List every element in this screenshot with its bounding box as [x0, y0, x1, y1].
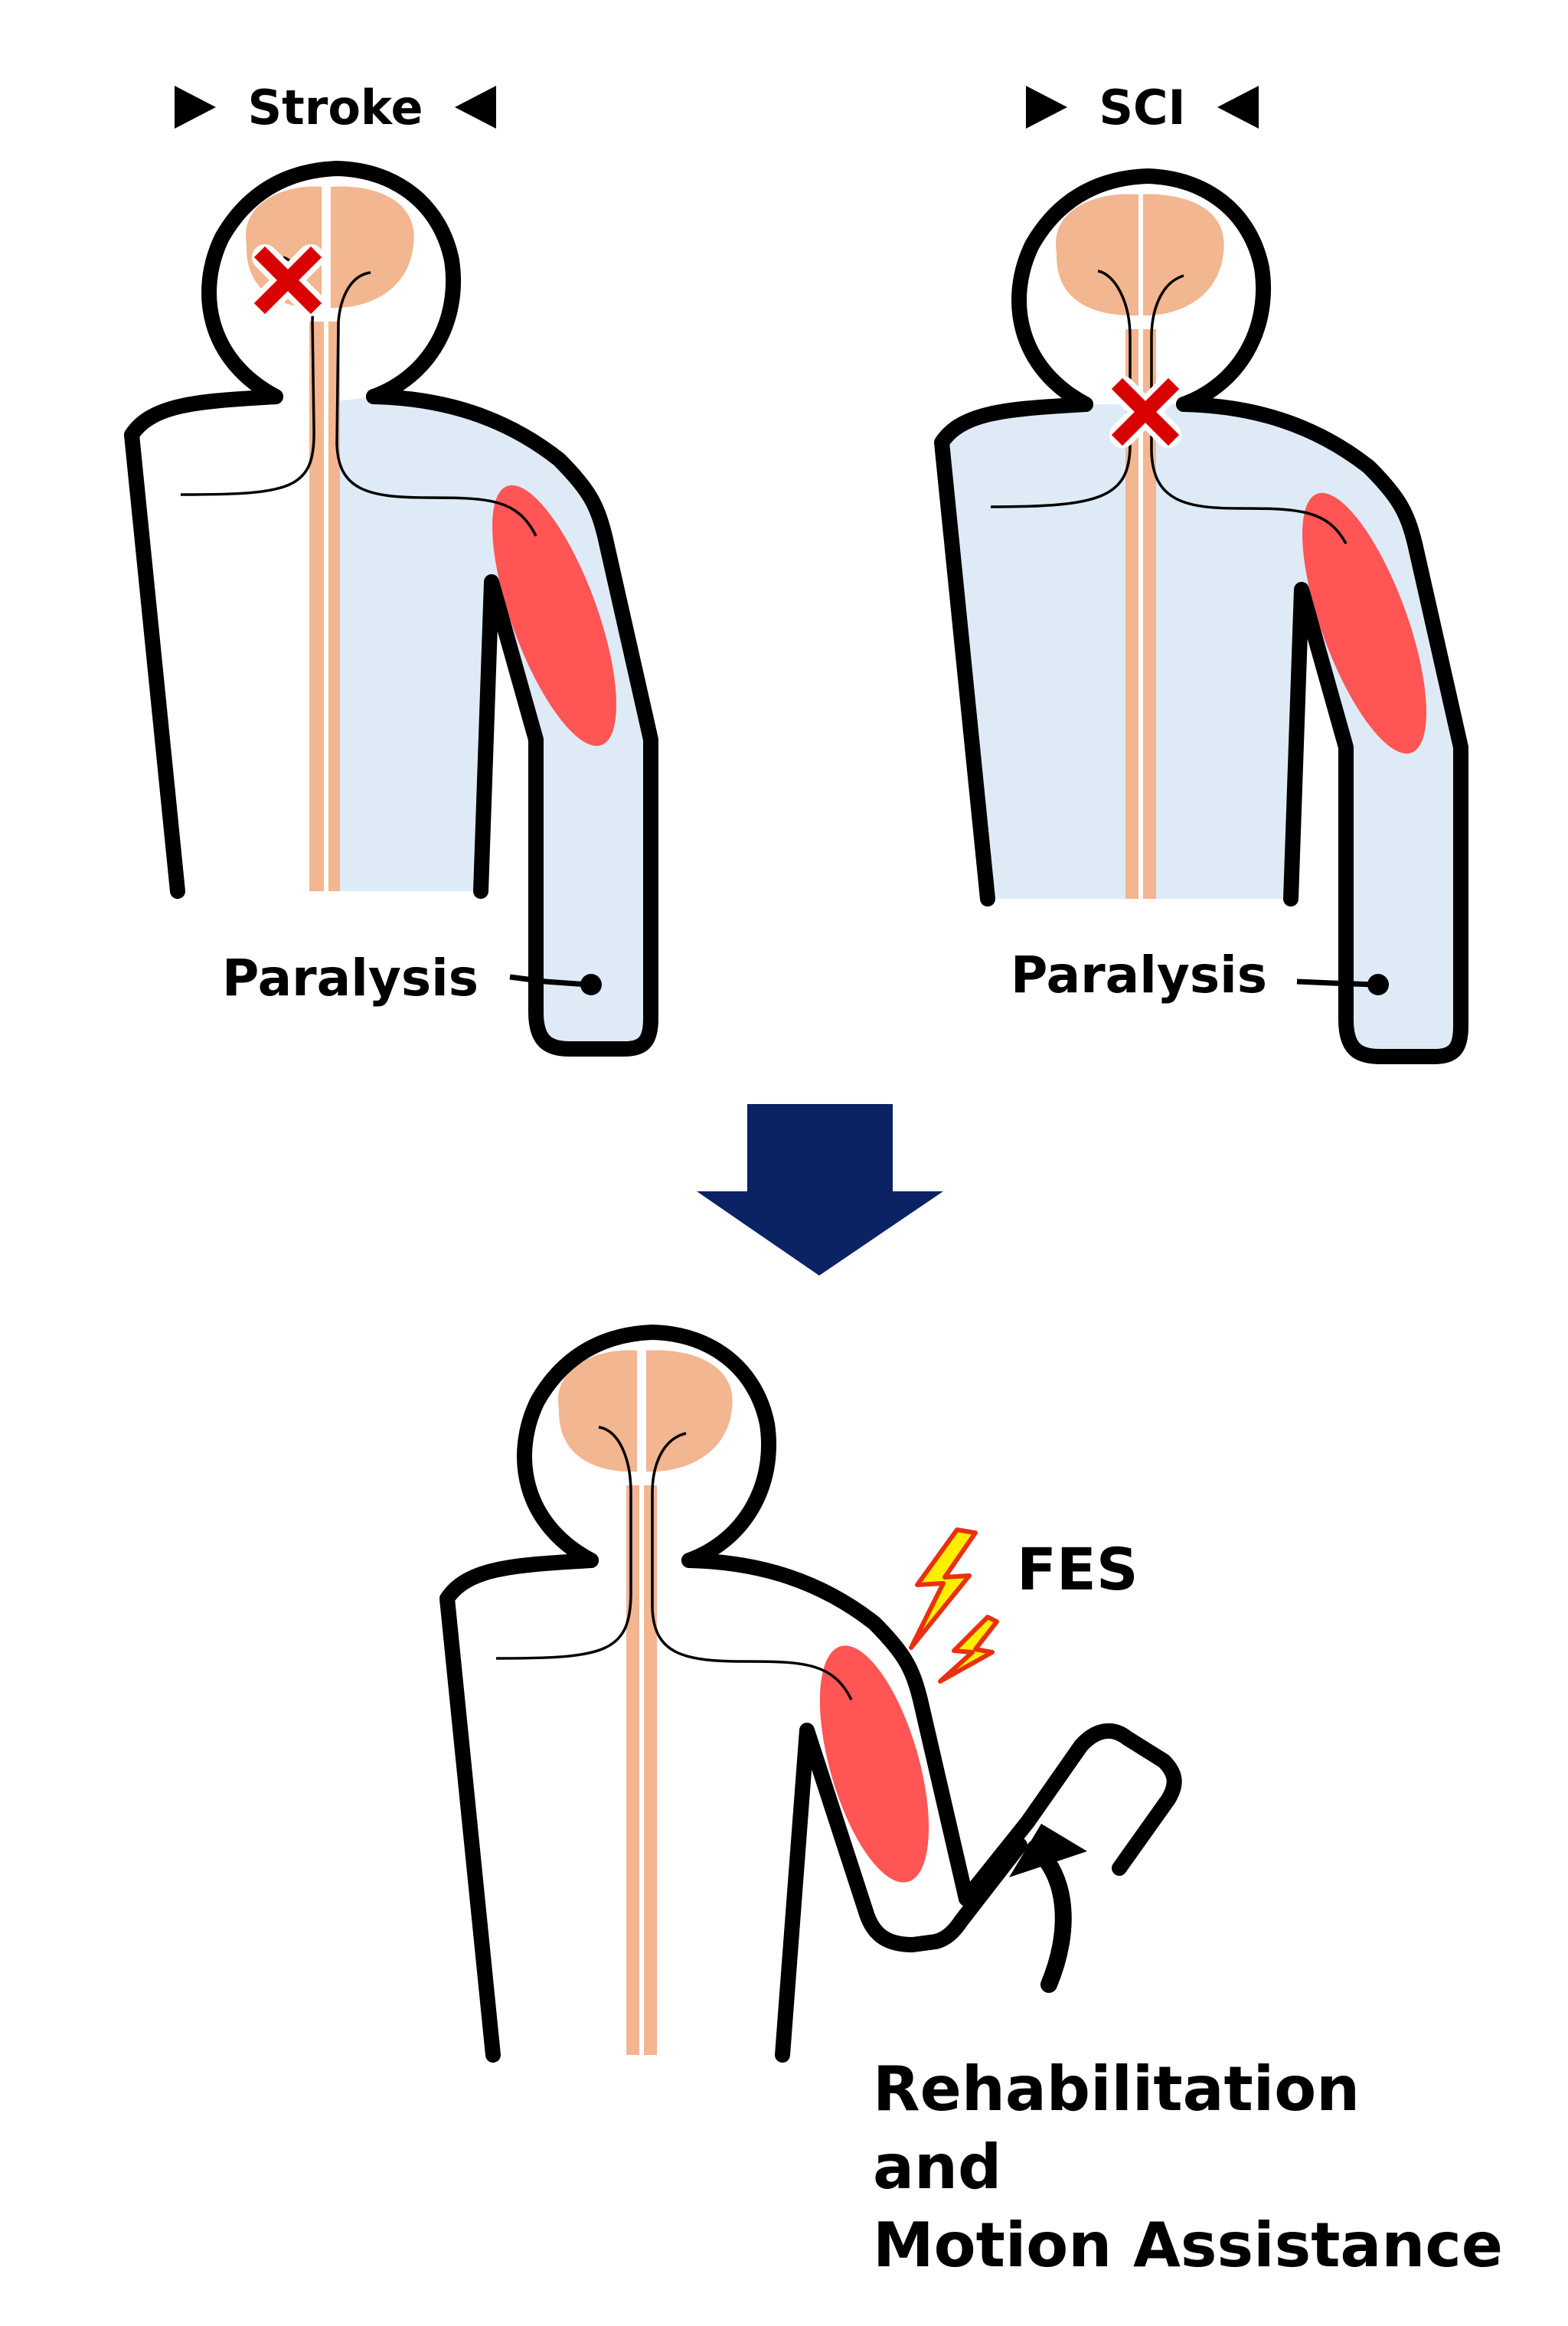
- paralysis-label: Paralysis: [222, 949, 479, 1008]
- rehab-title-line1: Rehabilitation: [873, 2053, 1360, 2125]
- sci-panel: SCI Paralysis: [942, 80, 1461, 1057]
- sci-title: SCI: [1099, 80, 1185, 136]
- stroke-panel: Stroke Paralysis: [132, 80, 651, 1049]
- x-mark-icon: [1109, 376, 1181, 448]
- fes-label: FES: [1017, 1535, 1138, 1603]
- rehab-title-line3: Motion Assistance: [873, 2210, 1503, 2281]
- muscle: [1302, 492, 1426, 754]
- muscle: [819, 1645, 929, 1883]
- right-pointer-icon: [1026, 86, 1067, 129]
- fes-panel: FES Rehabilitation and Motion Assistance: [439, 1321, 1503, 2281]
- left-pointer-icon: [455, 86, 496, 129]
- lightning-icon: [909, 1527, 999, 1684]
- curved-arrow-icon: [1009, 1824, 1087, 1993]
- left-pointer-icon: [1217, 86, 1259, 129]
- down-arrow-icon: [697, 1104, 943, 1276]
- pointer-dot: [1367, 974, 1389, 995]
- x-mark-icon: [252, 244, 324, 316]
- muscle: [492, 485, 616, 746]
- right-pointer-icon: [175, 86, 216, 129]
- rehab-title-line2: and: [873, 2132, 1001, 2203]
- pointer-dot: [580, 974, 602, 995]
- paralysis-label: Paralysis: [1011, 946, 1267, 1005]
- stroke-title: Stroke: [247, 80, 423, 136]
